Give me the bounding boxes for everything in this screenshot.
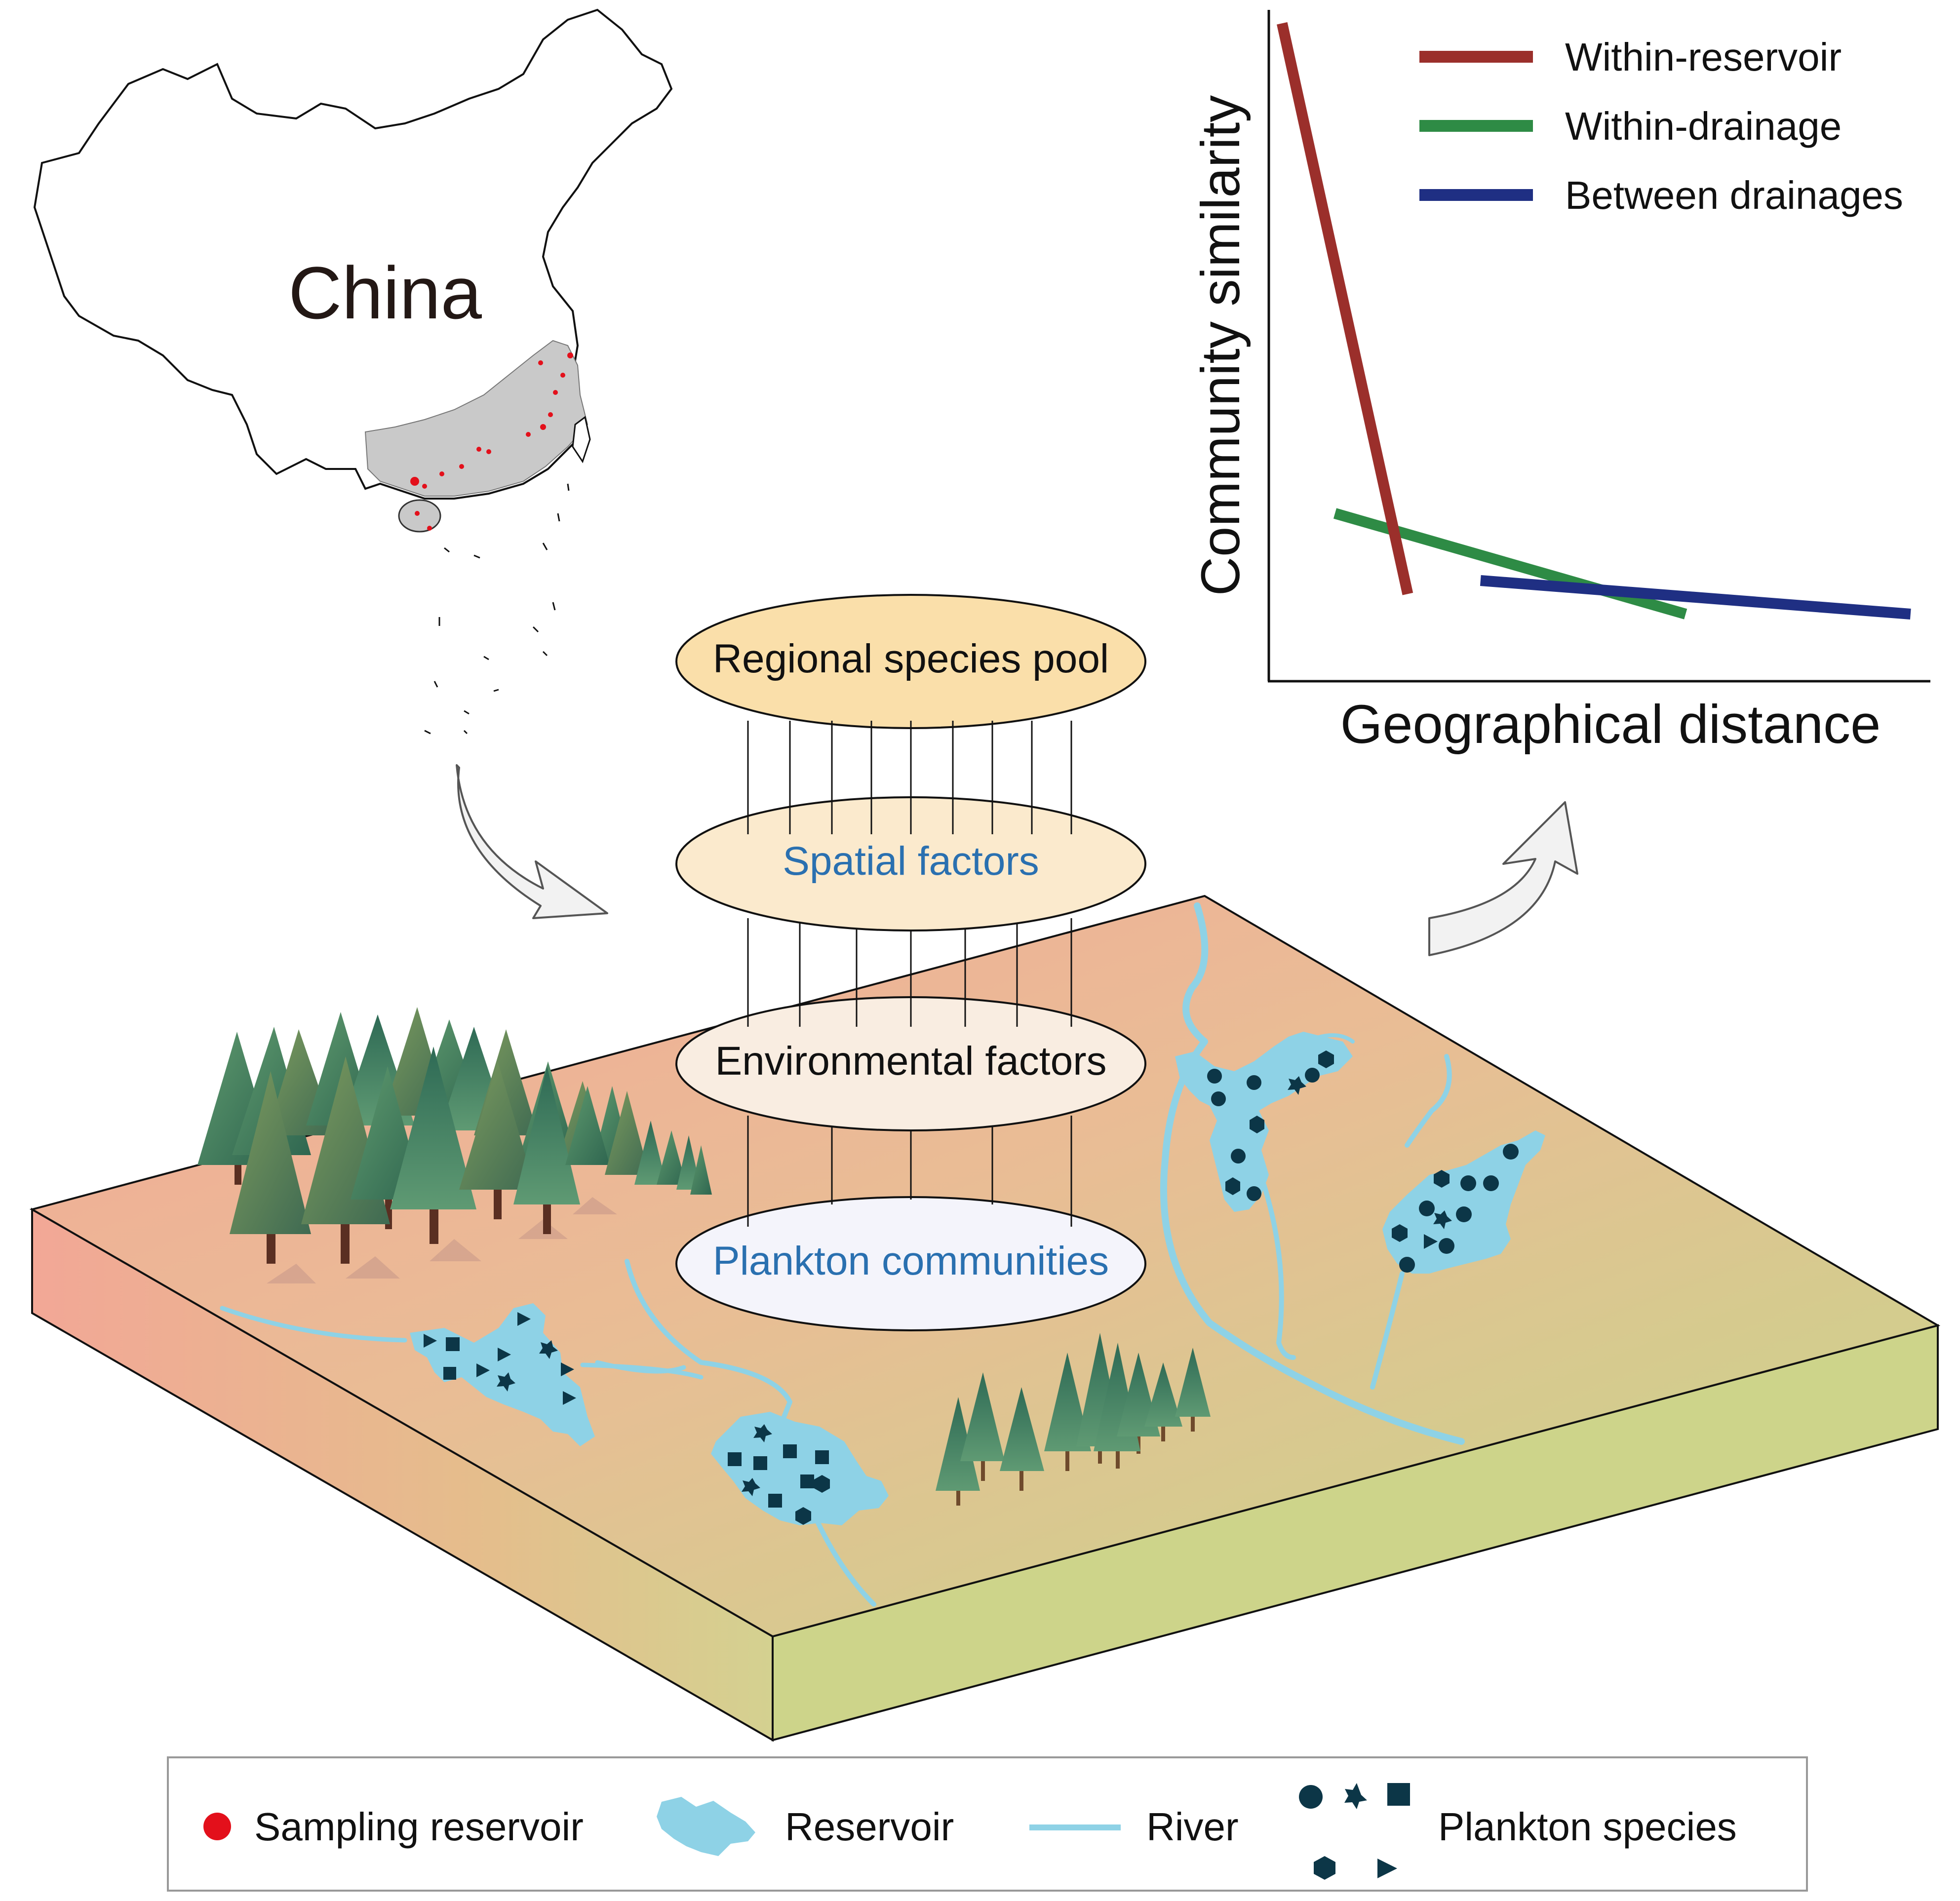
hierarchy-diagram: Regional species pool Spatial factors En… xyxy=(675,594,1146,1331)
river xyxy=(1261,1182,1296,1360)
legend-label: Between drainages xyxy=(1565,173,1903,217)
legend-reservoir-label: Reservoir xyxy=(785,1805,954,1849)
series-line-within-drainage xyxy=(1333,508,1687,620)
label-regional-pool: Regional species pool xyxy=(713,636,1109,681)
plankton-reservoir-1 xyxy=(424,1312,576,1405)
river xyxy=(595,1360,686,1374)
hainan-island xyxy=(398,499,441,533)
south-china-sea-islands xyxy=(424,483,570,735)
legend-sampling-dot xyxy=(203,1813,231,1840)
arrow-landscape-to-chart xyxy=(1428,801,1578,956)
chart-series-group xyxy=(1277,22,1911,620)
legend-plankton-label: Plankton species xyxy=(1438,1805,1737,1849)
forest-right xyxy=(936,1333,1211,1506)
triangle-icon xyxy=(1377,1859,1397,1878)
river xyxy=(1370,1271,1405,1390)
series-line-within-reservoir xyxy=(1277,22,1413,595)
reservoir-2 xyxy=(711,1412,889,1525)
circle-icon xyxy=(1299,1785,1323,1809)
sampling-points xyxy=(410,352,573,531)
legend-reservoir-swatch xyxy=(657,1797,755,1856)
chart-x-label: Geographical distance xyxy=(1340,694,1881,755)
river xyxy=(1405,1054,1452,1148)
arrow-map-to-landscape xyxy=(456,764,608,919)
china-map: China xyxy=(33,8,673,735)
legend-label: Within-reservoir xyxy=(1565,35,1842,79)
legend-plankton-symbols xyxy=(1299,1783,1410,1880)
plankton-reservoir-3 xyxy=(1207,1050,1334,1201)
reservoir-4 xyxy=(1382,1130,1545,1274)
forest-left xyxy=(197,1007,712,1283)
legend-river-label: River xyxy=(1146,1805,1239,1849)
bottom-legend: Sampling reservoir Reservoir River Plank… xyxy=(167,1756,1808,1892)
river xyxy=(625,1259,792,1429)
plankton-reservoir-2 xyxy=(728,1424,830,1525)
series-line-between-drainages xyxy=(1480,575,1911,620)
square-icon xyxy=(1387,1783,1410,1806)
china-label: China xyxy=(288,251,482,334)
south-china-region xyxy=(364,340,588,497)
taiwan-island xyxy=(572,416,591,464)
legend-box xyxy=(167,1756,1808,1892)
plankton-reservoir-4 xyxy=(1392,1144,1519,1273)
hierarchy-connectors-over xyxy=(747,721,1072,1227)
river xyxy=(812,1513,876,1607)
chart-y-label: Community similarity xyxy=(1190,95,1251,596)
label-plankton-communities: Plankton communities xyxy=(713,1239,1109,1283)
river xyxy=(220,1306,407,1343)
legend-label: Within-drainage xyxy=(1565,104,1842,148)
label-environmental-factors: Environmental factors xyxy=(715,1039,1106,1084)
star-icon xyxy=(1344,1783,1367,1809)
river xyxy=(1160,902,1465,1445)
legend-sampling-label: Sampling reservoir xyxy=(254,1805,584,1849)
hexagon-icon xyxy=(1314,1856,1335,1880)
label-spatial-factors: Spatial factors xyxy=(783,839,1039,884)
rivers xyxy=(220,902,1465,1607)
